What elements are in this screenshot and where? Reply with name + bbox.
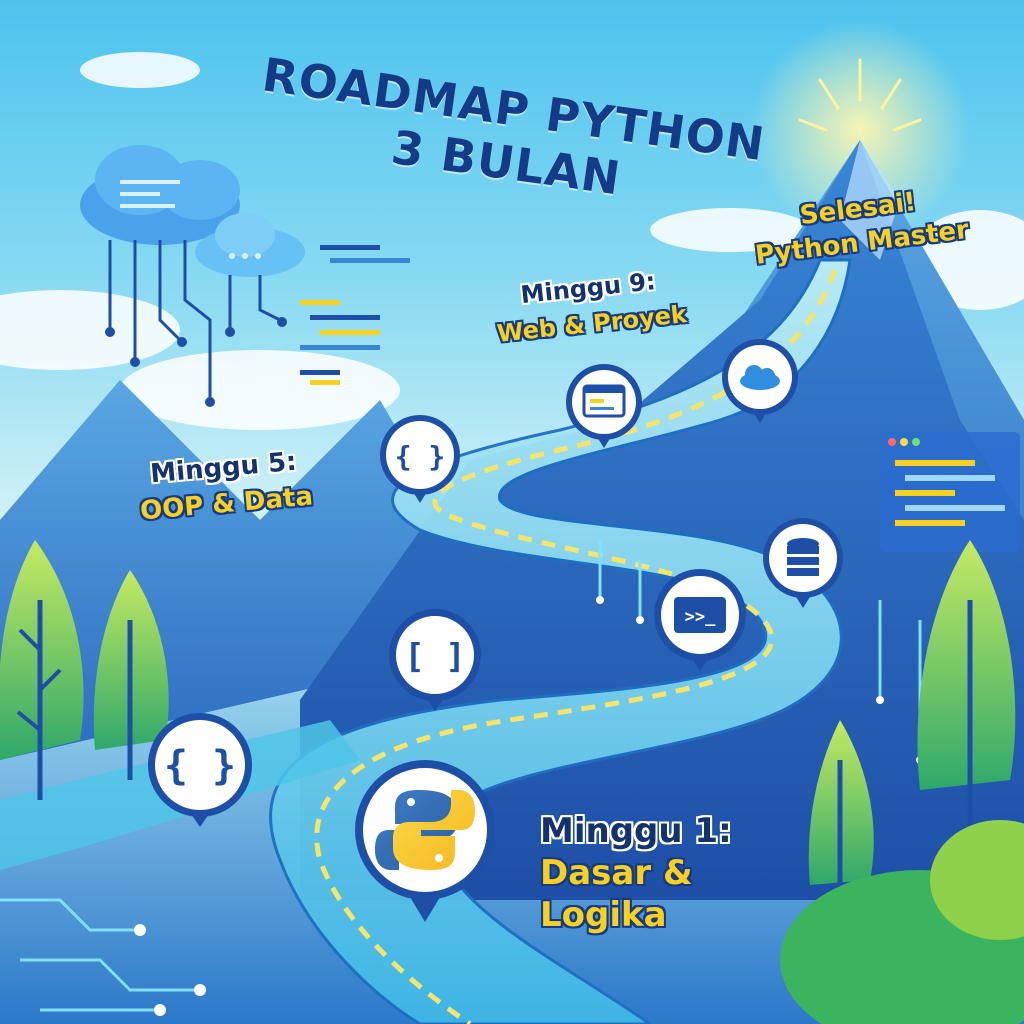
summit-rays <box>798 58 922 132</box>
curly-braces-icon: { } <box>395 440 446 473</box>
milestone-week-1-label: Minggu 1: <box>540 811 732 851</box>
pin-browser-window <box>566 364 642 448</box>
pin-terminal: >>_ <box>654 569 746 671</box>
road-center-line <box>314 269 838 1024</box>
tree-left-2 <box>93 570 169 780</box>
milestone-week-1-topic-line1: Dasar & <box>540 853 693 893</box>
bushes-bottom-right <box>780 820 1024 1024</box>
cloud-network-icon <box>80 145 305 407</box>
cloud-icon <box>740 365 780 390</box>
python-logo-icon <box>375 790 475 870</box>
pin-database <box>763 518 843 608</box>
pin-square-brackets: [ ] <box>389 609 481 711</box>
tree-right <box>917 540 1016 860</box>
milestone-week-1-topic-line2: Logika <box>540 895 667 935</box>
database-icon <box>787 538 819 576</box>
terminal-icon <box>674 597 726 633</box>
browser-window-icon <box>582 384 626 418</box>
mountain-snow-highlight <box>840 140 900 260</box>
summit-glow <box>750 20 970 240</box>
tree-left <box>0 540 84 800</box>
curly-braces-icon: { } <box>164 743 236 789</box>
milestone-week-1: Minggu 1: Dasar & Logika <box>540 810 760 936</box>
square-brackets-icon: [ ] <box>404 637 465 677</box>
pin-curly-braces-small: { } <box>380 415 460 503</box>
code-snippet-lines <box>300 245 410 385</box>
code-window-graphic <box>880 432 1020 552</box>
pin-curly-braces-large: { } <box>148 713 252 827</box>
pin-python-logo <box>355 760 495 922</box>
pin-cloud <box>722 339 798 423</box>
svg-text:>>_: >>_ <box>685 607 716 627</box>
